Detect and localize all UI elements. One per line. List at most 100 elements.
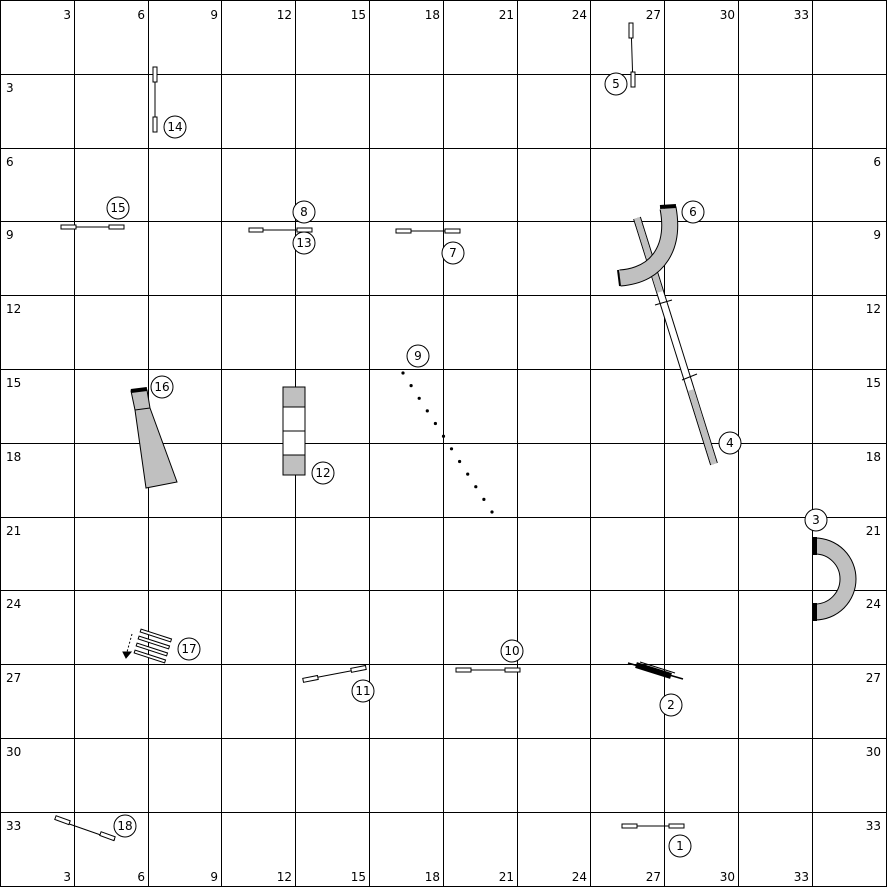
top-axis-label: 27 <box>646 8 661 22</box>
svg-text:12: 12 <box>315 466 330 480</box>
bottom-axis-label: 24 <box>572 870 587 884</box>
weave-pole <box>441 434 446 438</box>
top-axis-label: 3 <box>63 8 71 22</box>
bottom-axis-label: 18 <box>425 870 440 884</box>
svg-text:5: 5 <box>612 77 620 91</box>
obstacle-number-7: 7 <box>441 241 465 265</box>
obstacle-18-jump <box>54 815 116 842</box>
svg-text:15: 15 <box>110 201 125 215</box>
svg-text:10: 10 <box>504 644 519 658</box>
left-axis-label: 15 <box>6 376 21 390</box>
svg-text:6: 6 <box>689 205 697 219</box>
obstacle-10-jump <box>455 667 521 673</box>
left-axis-label: 18 <box>6 450 21 464</box>
weave-pole <box>433 421 437 426</box>
weave-pole <box>474 485 478 489</box>
bottom-axis-label: 33 <box>794 870 809 884</box>
svg-text:4: 4 <box>726 436 734 450</box>
top-axis-label: 30 <box>720 8 735 22</box>
right-axis-label: 24 <box>866 597 881 611</box>
obstacle-number-9: 9 <box>406 344 430 368</box>
bottom-axis-label: 12 <box>277 870 292 884</box>
right-axis-label: 30 <box>866 745 881 759</box>
weave-pole <box>490 510 494 514</box>
svg-text:11: 11 <box>355 684 370 698</box>
svg-text:9: 9 <box>414 349 422 363</box>
obstacle-number-11: 11 <box>351 679 375 703</box>
obstacle-7-jump <box>395 228 461 234</box>
top-axis-label: 9 <box>210 8 218 22</box>
right-axis-label: 9 <box>873 228 881 242</box>
left-axis-label: 12 <box>6 302 21 316</box>
top-axis-label: 15 <box>351 8 366 22</box>
obstacle-number-5: 5 <box>604 72 628 96</box>
obstacle-number-15: 15 <box>106 196 130 220</box>
weave-pole <box>425 409 429 413</box>
top-axis-label: 24 <box>572 8 587 22</box>
obstacle-number-18: 18 <box>113 814 137 838</box>
weave-pole <box>401 371 405 375</box>
left-axis-label: 33 <box>6 819 21 833</box>
top-axis-label: 6 <box>137 8 145 22</box>
bottom-axis-label: 21 <box>499 870 514 884</box>
svg-text:16: 16 <box>154 380 169 394</box>
obstacle-14-jump <box>152 66 158 133</box>
obstacle-number-3: 3 <box>804 508 828 532</box>
obstacle-number-2: 2 <box>659 693 683 717</box>
right-axis-label: 15 <box>866 376 881 390</box>
left-axis-label: 9 <box>6 228 14 242</box>
left-axis-label: 27 <box>6 671 21 685</box>
obstacle-number-6: 6 <box>681 200 705 224</box>
svg-text:14: 14 <box>167 120 182 134</box>
obstacle-number-14: 14 <box>163 115 187 139</box>
right-axis-label: 21 <box>866 524 881 538</box>
top-axis-label: 18 <box>425 8 440 22</box>
left-axis-label: 3 <box>6 81 14 95</box>
obstacle-9-weave-poles <box>401 371 494 514</box>
bottom-axis-label: 30 <box>720 870 735 884</box>
right-axis-label: 12 <box>866 302 881 316</box>
weave-pole <box>409 384 413 388</box>
obstacle-12-table <box>282 386 306 476</box>
obstacle-number-12: 12 <box>311 461 335 485</box>
weave-pole <box>466 472 470 476</box>
bottom-axis-label: 27 <box>646 870 661 884</box>
bottom-axis-label: 15 <box>351 870 366 884</box>
top-axis-label: 12 <box>277 8 292 22</box>
svg-text:2: 2 <box>667 698 675 712</box>
weave-pole <box>482 497 486 501</box>
svg-text:13: 13 <box>296 236 311 250</box>
svg-text:8: 8 <box>300 205 308 219</box>
left-axis-label: 24 <box>6 597 21 611</box>
svg-text:3: 3 <box>812 513 820 527</box>
obstacle-6-tunnel <box>617 204 679 287</box>
right-axis-label: 27 <box>866 671 881 685</box>
right-axis-label: 18 <box>866 450 881 464</box>
bottom-axis-label: 9 <box>210 870 218 884</box>
obstacle-11-jump <box>302 664 367 683</box>
svg-text:17: 17 <box>181 642 196 656</box>
top-axis-label: 21 <box>499 8 514 22</box>
left-axis-label: 21 <box>6 524 21 538</box>
obstacle-number-17: 17 <box>177 637 201 661</box>
obstacle-17-broad-jump <box>122 628 173 664</box>
svg-text:1: 1 <box>676 839 684 853</box>
weave-pole <box>449 447 454 451</box>
right-axis-label: 6 <box>873 155 881 169</box>
obstacle-number-1: 1 <box>668 834 692 858</box>
left-axis-label: 6 <box>6 155 14 169</box>
obstacle-number-10: 10 <box>500 639 524 663</box>
bottom-axis-label: 6 <box>137 870 145 884</box>
obstacle-1-jump <box>621 823 685 829</box>
obstacle-number-16: 16 <box>150 375 174 399</box>
left-axis-label: 30 <box>6 745 21 759</box>
svg-text:7: 7 <box>449 246 457 260</box>
weave-pole <box>458 459 462 464</box>
obstacle-3-tunnel <box>813 537 857 621</box>
weave-pole <box>417 396 421 400</box>
svg-text:18: 18 <box>117 819 132 833</box>
top-axis-label: 33 <box>794 8 809 22</box>
obstacle-15-jump <box>60 224 125 230</box>
